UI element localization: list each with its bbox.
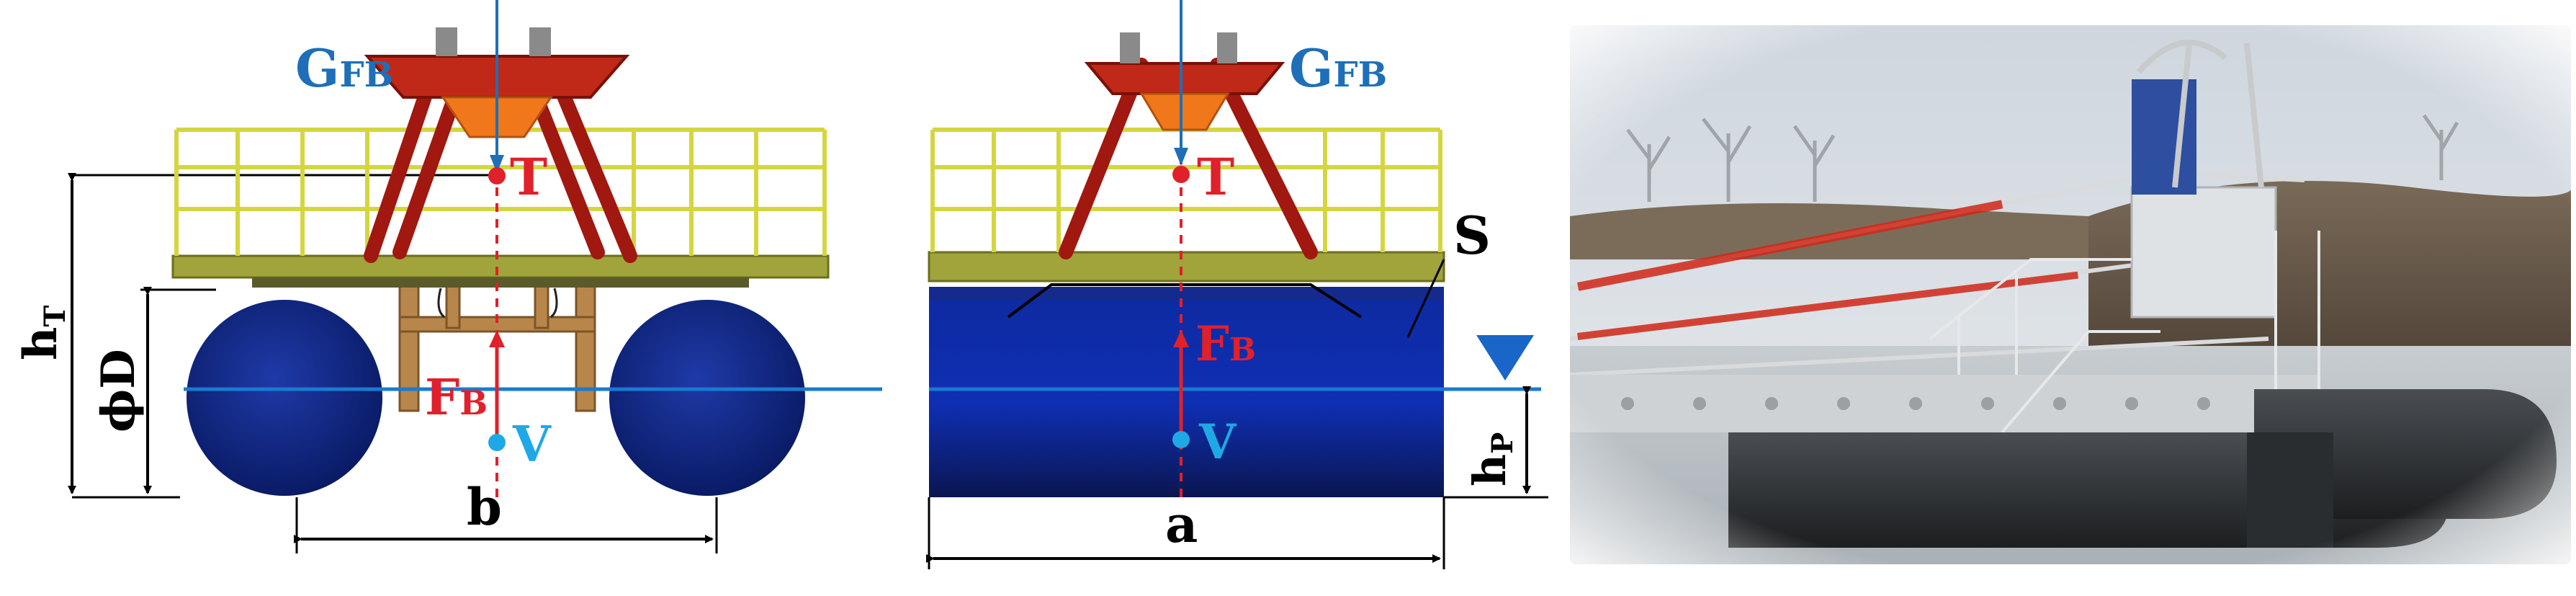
water-level-icon [1476, 335, 1534, 381]
side-view: hT ϕD [14, 0, 882, 553]
ht-label: hT [14, 305, 72, 360]
support-frame-front [1059, 58, 1318, 259]
floating-conveyor-pontoon-photo [1570, 25, 2571, 564]
fb-label-front: FB [1195, 316, 1256, 372]
deck-left [171, 254, 830, 279]
front-view: S GFB T FB V hP a [926, 0, 1548, 569]
pontoon-body [929, 288, 1444, 497]
v-label-left: V [512, 416, 552, 473]
gfb-label-front: GFB [1289, 37, 1387, 99]
fb-label-left: FB [425, 369, 488, 427]
point-v-front [1172, 431, 1190, 448]
s-label: S [1453, 205, 1491, 266]
t-label-front: T [1197, 147, 1234, 207]
point-t-front [1172, 166, 1190, 183]
t-label-left: T [510, 147, 547, 207]
hp-label: hP [1463, 432, 1520, 486]
v-label-front: V [1198, 414, 1237, 470]
float-right [609, 300, 805, 496]
deck-front [928, 251, 1445, 283]
phid-label: ϕD [91, 349, 145, 432]
hopper-front [1084, 62, 1285, 95]
float-left [187, 300, 382, 496]
point-v-left [488, 434, 506, 451]
gfb-label-left: GFB [295, 37, 393, 99]
b-label: b [467, 477, 502, 537]
a-label: a [1165, 494, 1198, 554]
railing-left [174, 128, 827, 256]
point-t-left [488, 167, 506, 184]
